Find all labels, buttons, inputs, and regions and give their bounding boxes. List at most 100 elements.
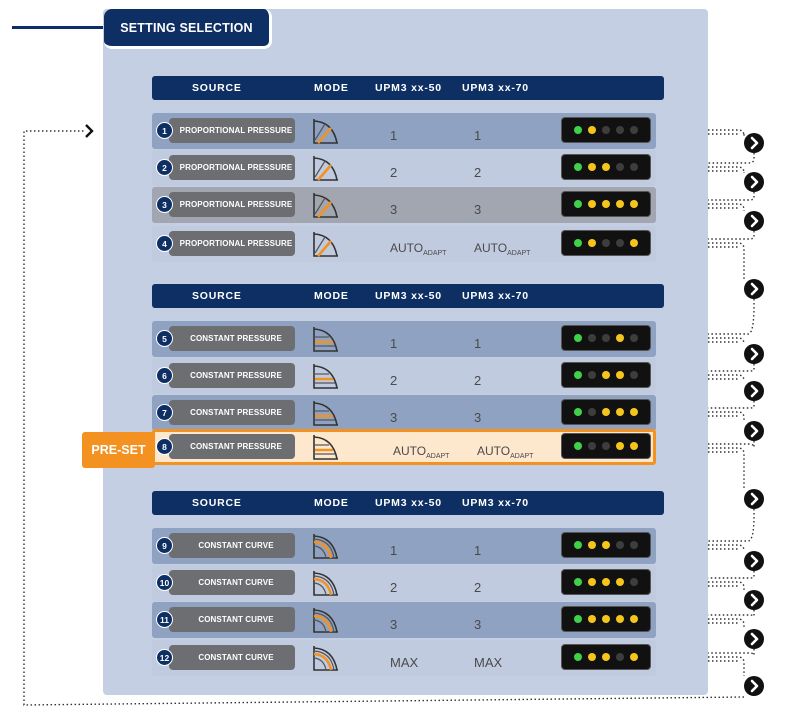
led-light — [588, 578, 596, 586]
led-light — [588, 442, 596, 450]
connector-line — [652, 441, 755, 448]
upm3-50-text: 3 — [390, 202, 398, 217]
led-light — [588, 653, 596, 661]
next-arrow-icon — [744, 381, 764, 401]
title-rule — [12, 26, 112, 29]
upm3-70-value: 2 — [474, 580, 481, 595]
constant-pressure-icon — [311, 324, 341, 354]
upm3-70-value: 3 — [474, 617, 481, 632]
led-light — [588, 615, 596, 623]
upm3-70-text: 3 — [474, 410, 482, 425]
led-light — [616, 371, 624, 379]
led-light — [630, 371, 638, 379]
upm3-70-sub: ADAPT — [510, 453, 534, 460]
upm3-50-text: 1 — [390, 128, 398, 143]
led-light — [616, 442, 624, 450]
setting-number: 1 — [156, 122, 173, 139]
upm3-50-value: AUTOADAPT — [390, 241, 446, 257]
upm3-50-value: 1 — [390, 128, 397, 143]
upm3-70-value: 1 — [474, 543, 481, 558]
setting-number: 11 — [156, 611, 173, 628]
source-label: PROPORTIONAL PRESSURE — [169, 118, 295, 143]
led-light — [630, 200, 638, 208]
source-label: CONSTANT CURVE — [169, 570, 295, 595]
header-upm3-70: UPM3 xx-70 — [462, 82, 529, 94]
setting-number: 9 — [156, 537, 173, 554]
led-indicator — [561, 606, 651, 632]
led-light — [602, 163, 610, 171]
upm3-50-text: AUTO — [390, 241, 424, 255]
upm3-70-text: 2 — [474, 165, 482, 180]
source-label: CONSTANT PRESSURE — [169, 363, 295, 388]
led-light — [616, 541, 624, 549]
next-arrow-icon — [744, 629, 764, 649]
upm3-50-text: AUTO — [393, 444, 427, 458]
upm3-50-value: 2 — [390, 580, 397, 595]
upm3-70-text: MAX — [474, 655, 503, 670]
loop-chevron-icon — [85, 124, 94, 138]
led-light — [602, 442, 610, 450]
led-light — [616, 200, 624, 208]
led-light — [574, 334, 582, 342]
title-tab: SETTING SELECTION — [104, 9, 272, 49]
connector-line — [652, 299, 755, 335]
led-light — [602, 653, 610, 661]
upm3-70-value: 1 — [474, 128, 481, 143]
column-header-constant-pressure: SOURCE MODE UPM3 xx-50 UPM3 xx-70 — [152, 284, 664, 308]
led-light — [588, 163, 596, 171]
led-light — [588, 334, 596, 342]
led-light — [602, 578, 610, 586]
led-light — [630, 578, 638, 586]
upm3-50-sub: ADAPT — [426, 453, 450, 460]
led-light — [574, 371, 582, 379]
next-arrow-icon — [744, 590, 764, 610]
led-light — [616, 334, 624, 342]
upm3-50-text: 2 — [390, 165, 398, 180]
source-label: CONSTANT CURVE — [169, 533, 295, 558]
source-label: CONSTANT PRESSURE — [169, 434, 295, 459]
upm3-50-text: MAX — [390, 655, 419, 670]
connector-line — [652, 610, 755, 617]
led-light — [630, 541, 638, 549]
header-source: SOURCE — [192, 82, 242, 94]
setting-number: 2 — [156, 159, 173, 176]
upm3-70-text: AUTO — [474, 241, 508, 255]
preset-label: PRE-SET — [82, 432, 155, 468]
upm3-50-value: 2 — [390, 165, 397, 180]
source-label: PROPORTIONAL PRESSURE — [169, 155, 295, 180]
next-arrow-icon — [744, 421, 764, 441]
upm3-70-value: 2 — [474, 165, 481, 180]
constant-pressure-icon — [311, 432, 341, 462]
upm3-70-text: AUTO — [477, 444, 511, 458]
led-light — [588, 408, 596, 416]
led-light — [616, 126, 624, 134]
upm3-50-value: AUTOADAPT — [393, 444, 449, 460]
led-indicator — [561, 191, 651, 217]
led-light — [574, 200, 582, 208]
connector-line — [652, 153, 755, 164]
source-label: CONSTANT CURVE — [169, 607, 295, 632]
led-light — [574, 163, 582, 171]
header-source: SOURCE — [192, 290, 242, 302]
proportional-pressure-icon — [311, 190, 341, 220]
led-light — [630, 239, 638, 247]
source-label: PROPORTIONAL PRESSURE — [169, 231, 295, 256]
upm3-50-value: MAX — [390, 655, 418, 670]
proportional-pressure-icon — [311, 116, 341, 146]
proportional-pressure-icon — [311, 153, 341, 183]
upm3-50-value: 3 — [390, 202, 397, 217]
upm3-50-value: 2 — [390, 373, 397, 388]
led-light — [630, 615, 638, 623]
